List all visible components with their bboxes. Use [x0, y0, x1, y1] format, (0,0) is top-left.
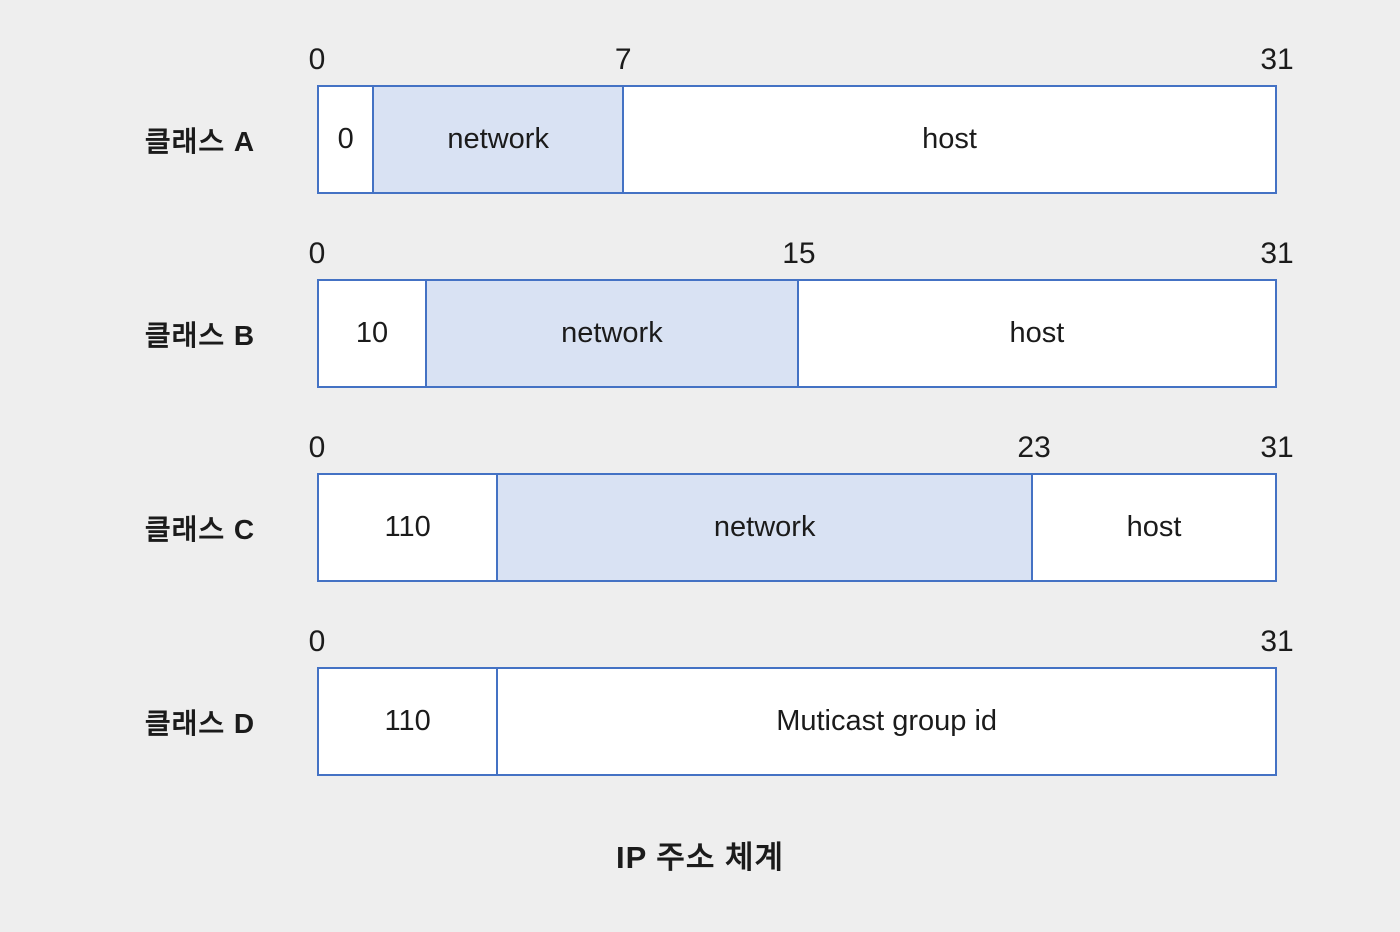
host-segment: host	[798, 281, 1275, 386]
bit-position-label: 31	[1260, 43, 1294, 76]
class-d-label: 클래스 D	[144, 707, 256, 739]
bit-position-label: 0	[308, 431, 326, 464]
bit-position-label: 31	[1260, 431, 1294, 464]
bit-position-label: 15	[782, 237, 816, 270]
bit-position-label: 7	[614, 43, 632, 76]
bit-position-label: 23	[1017, 431, 1051, 464]
multicast-group-id-segment: Muticast group id	[498, 669, 1275, 774]
class-c-bit-markers: 0 23 31	[309, 429, 1294, 467]
class-a-label: 클래스 A	[144, 125, 256, 157]
host-segment: host	[1033, 475, 1275, 580]
prefix-bits-segment: 110	[319, 669, 499, 774]
diagram-title: IP 주소 체계	[615, 840, 785, 875]
class-c-label: 클래스 C	[144, 513, 256, 545]
bit-position-label: 31	[1260, 625, 1294, 658]
class-d-bitbox: 110 Muticast group id	[317, 667, 1277, 776]
class-a-bit-markers: 0 7 31	[309, 41, 1294, 79]
class-b-label: 클래스 B	[144, 319, 256, 351]
network-segment: network	[498, 475, 1034, 580]
prefix-bits-segment: 110	[319, 475, 499, 580]
class-c-row: 클래스 C 0 23 31 110 network host	[0, 431, 1400, 582]
network-segment: network	[427, 281, 799, 386]
class-a-row: 클래스 A 0 7 31 0 network host	[0, 43, 1400, 194]
class-a-bitbox: 0 network host	[317, 85, 1277, 194]
bit-position-label: 0	[308, 237, 326, 270]
bit-position-label: 31	[1260, 237, 1294, 270]
bit-position-label: 0	[308, 43, 326, 76]
class-d-row: 클래스 D 0 31 110 Muticast group id	[0, 625, 1400, 776]
network-segment: network	[374, 87, 624, 192]
class-b-bitbox: 10 network host	[317, 279, 1277, 388]
bit-position-label: 0	[308, 625, 326, 658]
class-b-bit-markers: 0 15 31	[309, 235, 1294, 273]
prefix-bits-segment: 0	[319, 87, 375, 192]
class-b-row: 클래스 B 0 15 31 10 network host	[0, 237, 1400, 388]
class-d-bit-markers: 0 31	[309, 623, 1294, 661]
host-segment: host	[623, 87, 1275, 192]
prefix-bits-segment: 10	[319, 281, 428, 386]
class-c-bitbox: 110 network host	[317, 473, 1277, 582]
